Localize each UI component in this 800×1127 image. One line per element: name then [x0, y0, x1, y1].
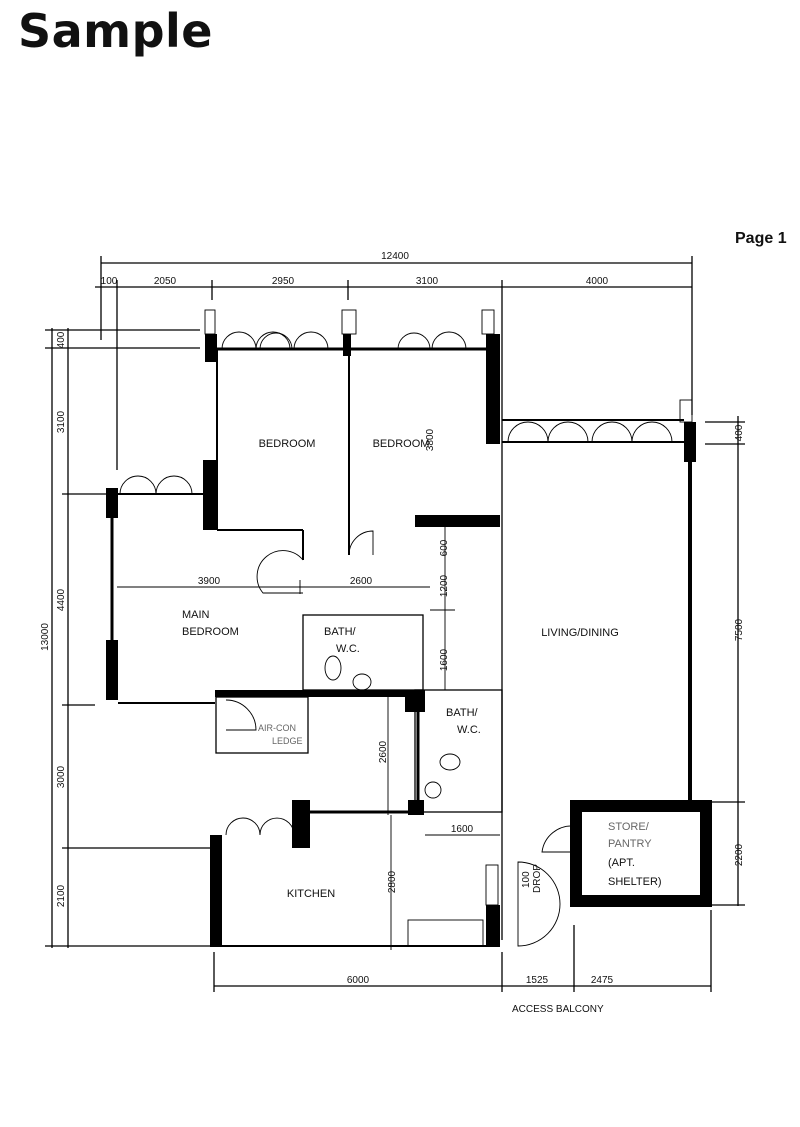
document-title: Sample [18, 4, 213, 58]
room-label-drop-1: 100 [521, 871, 532, 888]
room-label-aircon-2: LEDGE [272, 736, 303, 746]
dim-right-3: 2200 [734, 843, 745, 866]
dim-main-bed-width: 3900 [198, 576, 221, 587]
room-label-access-balcony: ACCESS BALCONY [512, 1004, 604, 1015]
dim-left-total: 13000 [40, 623, 51, 651]
dim-left-5: 2100 [56, 884, 67, 907]
room-label-aircon-1: AIR-CON [258, 723, 296, 733]
dim-top-1: 100 [101, 276, 118, 287]
dim-bottom-2: 1525 [526, 975, 549, 986]
room-label-bedroom-1: BEDROOM [259, 438, 316, 450]
dim-top-total: 12400 [381, 251, 409, 262]
room-label-store-2: PANTRY [608, 838, 652, 850]
dim-left-2: 3100 [56, 410, 67, 433]
page-label: Page 1 [735, 230, 787, 247]
room-label-bath2-1: BATH/ [446, 707, 479, 719]
room-label-store-1: STORE/ [608, 821, 650, 833]
room-label-bedroom-2: BEDROOM [373, 438, 430, 450]
room-label-bath2-2: W.C. [457, 724, 481, 736]
dim-left-4: 3000 [56, 765, 67, 788]
dim-bottom-3: 2475 [591, 975, 614, 986]
dim-1200: 1200 [439, 574, 450, 597]
room-label-kitchen: KITCHEN [287, 888, 335, 900]
room-label-main-bedroom-2: BEDROOM [182, 626, 239, 638]
dim-600: 600 [439, 539, 450, 556]
dim-left-3: 4400 [56, 588, 67, 611]
room-label-living-dining: LIVING/DINING [541, 627, 619, 639]
dim-left-1: 400 [56, 331, 67, 348]
dim-bottom-1: 6000 [347, 975, 370, 986]
dim-top-3: 2950 [272, 276, 295, 287]
room-label-bath1-1: BATH/ [324, 626, 357, 638]
room-label-drop-2: DROP [532, 864, 543, 893]
dimension-lines [45, 256, 745, 992]
dim-2600-v: 2600 [378, 740, 389, 763]
dim-bedroom-depth: 3800 [425, 428, 436, 451]
walls [106, 309, 712, 947]
dim-2800-v: 2800 [387, 870, 398, 893]
door-swings [119, 331, 673, 947]
dim-top-5: 4000 [586, 276, 609, 287]
dim-1600-v: 1600 [439, 648, 450, 671]
dim-top-2: 2050 [154, 276, 177, 287]
room-label-store-4: SHELTER) [608, 876, 662, 888]
room-label-main-bedroom-1: MAIN [182, 609, 210, 621]
room-label-bath1-2: W.C. [336, 643, 360, 655]
dim-right-1: 400 [734, 424, 745, 441]
dim-1600-h: 1600 [451, 824, 474, 835]
dim-right-2: 7500 [734, 618, 745, 641]
room-label-store-3: (APT. [608, 857, 635, 869]
dim-corridor-width: 2600 [350, 576, 373, 587]
dim-top-4: 3100 [416, 276, 439, 287]
